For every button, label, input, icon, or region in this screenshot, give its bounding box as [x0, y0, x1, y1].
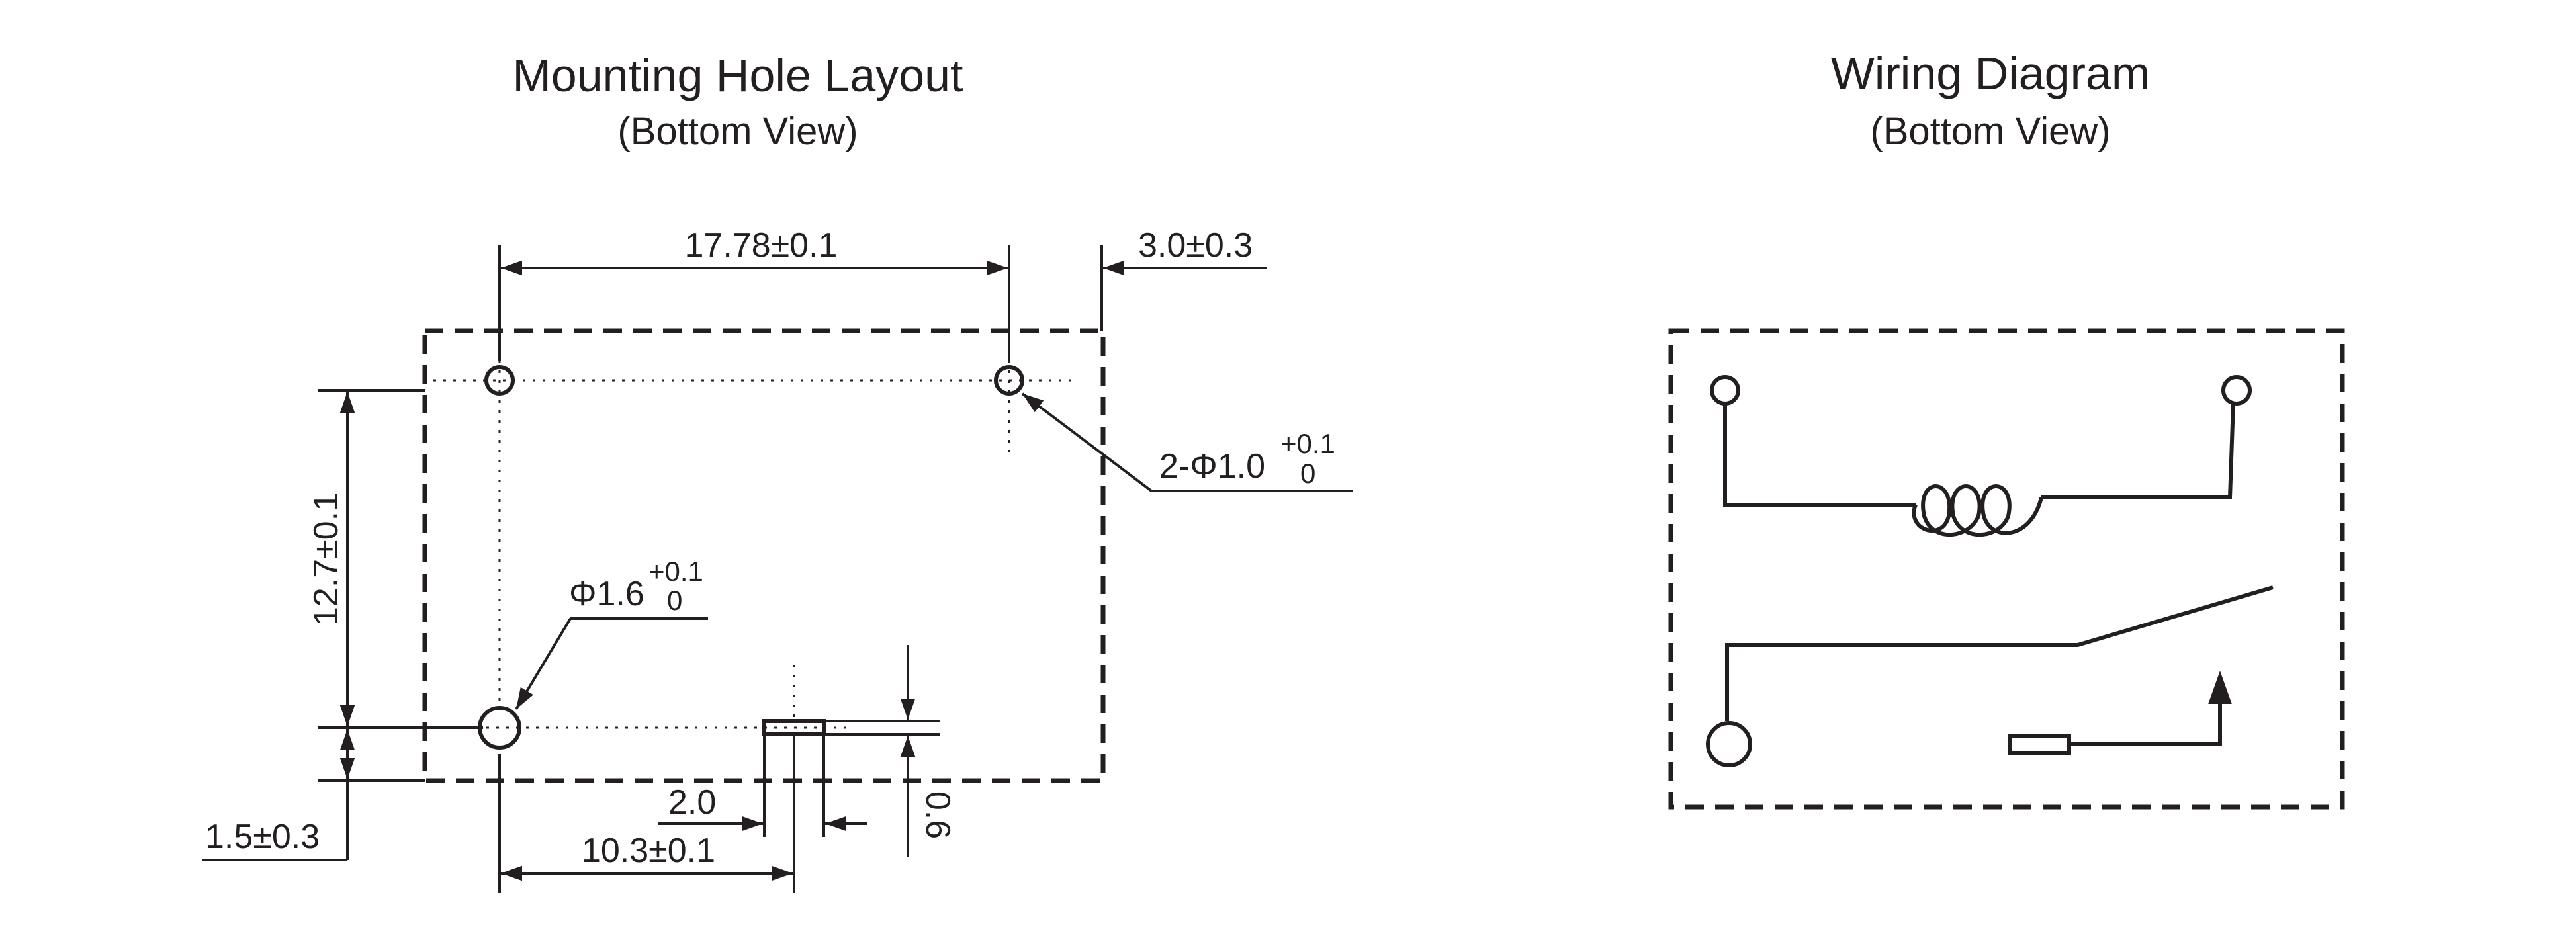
center-lines	[433, 341, 1072, 729]
coil-wire-right	[2041, 403, 2235, 499]
wiring-title: Wiring Diagram	[1831, 48, 2150, 99]
wiring-subtitle: (Bottom View)	[1870, 110, 2110, 153]
coil-terminal-left	[1710, 375, 1740, 406]
coil-symbol	[1912, 484, 2043, 537]
dimension-slot-thickness	[824, 645, 940, 857]
dim-edge-bottom-label: 1.5±0.3	[205, 818, 320, 856]
dimension-pitch	[498, 245, 1103, 361]
dim-slot-thickness-label: 0.6	[918, 791, 957, 839]
dimension-slot-offset	[498, 734, 795, 893]
dimension-edge-bottom	[202, 729, 425, 861]
dim-slot-width-label: 2.0	[668, 783, 716, 822]
contact-terminal	[2008, 734, 2071, 755]
coil-wire-left	[1723, 404, 1916, 507]
dimension-height	[318, 389, 483, 729]
mounting-hole-large	[478, 706, 521, 750]
mounting-hole-top-left	[484, 365, 515, 396]
switch-contact	[1725, 585, 2274, 721]
mounting-hole-layout: Mounting Hole Layout (Bottom View) 17.78…	[202, 50, 1353, 893]
coil-terminal-right	[2221, 375, 2252, 406]
callout-large-hole-tol-upper: +0.1	[648, 556, 703, 587]
mounting-subtitle: (Bottom View)	[617, 110, 858, 153]
callout-small-holes-tol-upper: +0.1	[1280, 428, 1335, 459]
callout-large-hole	[515, 617, 708, 710]
dim-pitch-label: 17.78±0.1	[685, 226, 838, 265]
wiring-outline	[1668, 328, 2345, 810]
dim-slot-offset-label: 10.3±0.1	[582, 832, 715, 870]
callout-small-holes	[1021, 392, 1353, 492]
common-terminal	[1706, 721, 1752, 767]
callout-large-hole-tol-lower: 0	[667, 585, 682, 616]
contact-wire	[2069, 691, 2222, 746]
callout-small-holes-label: 2-Φ1.0	[1159, 447, 1265, 486]
mounting-hole-top-right	[994, 365, 1024, 396]
wiring-diagram: Wiring Diagram (Bottom View)	[1668, 48, 2345, 810]
callout-small-holes-tol-lower: 0	[1300, 458, 1315, 489]
dim-height-label: 12.7±0.1	[307, 492, 345, 626]
contact-arrow-icon	[2208, 671, 2232, 704]
callout-large-hole-label: Φ1.6	[569, 575, 644, 613]
dim-edge-right-label: 3.0±0.3	[1138, 226, 1253, 265]
dimension-slot-width	[658, 734, 867, 837]
mounting-title: Mounting Hole Layout	[513, 50, 963, 101]
relay-outline	[422, 328, 1106, 783]
